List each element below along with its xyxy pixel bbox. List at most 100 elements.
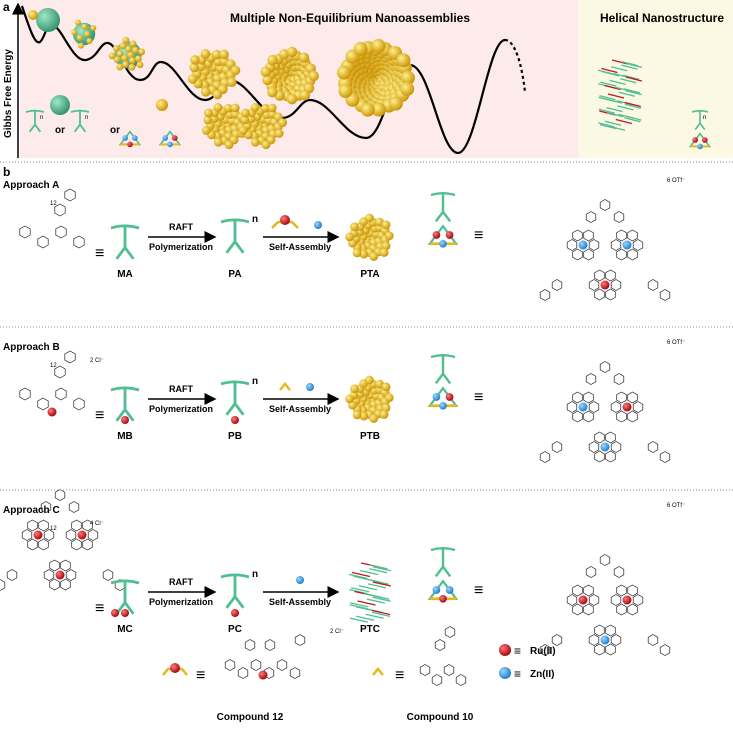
helix-strand: [370, 579, 389, 585]
zn-legend-label: Zn(II): [530, 669, 554, 680]
ring: [632, 401, 644, 413]
helix-strand: [366, 598, 385, 604]
ring: [276, 659, 288, 671]
ring: [627, 584, 638, 597]
arrow-label: RAFT: [169, 222, 193, 232]
metallo-unit: [203, 115, 213, 125]
metallo-unit: [90, 25, 97, 32]
ring: [659, 644, 671, 656]
ring: [599, 361, 611, 373]
metallo-unit: [113, 56, 121, 63]
nanoassembly: [345, 375, 394, 423]
metal-ion: [127, 141, 133, 148]
metallo-unit: [74, 19, 81, 26]
ring: [605, 288, 616, 301]
metallo-unit: [77, 42, 84, 49]
n-label: n: [252, 376, 258, 387]
n-label: n: [40, 115, 43, 121]
metal-ion: [55, 570, 65, 580]
ring: [572, 229, 583, 242]
ring: [616, 584, 627, 597]
helix-strand: [368, 568, 388, 574]
metallo-unit: [127, 51, 135, 59]
metal-ion: [432, 393, 441, 401]
helix-strand: [358, 585, 378, 591]
zn-legend-icon: [499, 667, 511, 679]
ring: [68, 501, 80, 513]
ring: [55, 225, 67, 239]
metal-ion: [622, 402, 632, 412]
monomer-label: MC: [117, 624, 133, 635]
ring: [599, 554, 611, 566]
alkyl-subscript: 12: [50, 526, 57, 532]
helix-strand: [349, 617, 368, 623]
metallo-unit: [238, 126, 248, 135]
metallo-unit: [28, 10, 38, 20]
metal-ion: [121, 609, 129, 617]
metallo-unit: [359, 411, 369, 421]
ring: [594, 643, 605, 656]
metallo-unit: [384, 393, 394, 403]
metal-ion: [439, 594, 447, 603]
equiv-sign: ≡: [95, 600, 104, 617]
ring: [610, 279, 622, 291]
helix-strand: [607, 93, 625, 99]
arrow-label: RAFT: [169, 384, 193, 394]
equiv-sign: ≡: [514, 667, 521, 681]
ring: [65, 569, 77, 581]
helix-strand: [625, 62, 643, 69]
metallo-unit: [260, 103, 270, 113]
metal-ion: [622, 595, 632, 605]
metallo-unit: [112, 44, 120, 52]
counterion-label: 6 OTf⁻: [667, 178, 685, 184]
ring: [250, 659, 262, 671]
ring: [610, 239, 622, 251]
metallo-unit: [200, 87, 211, 97]
metal-ion: [702, 137, 708, 143]
metallo-unit: [129, 40, 137, 48]
ring: [605, 624, 616, 637]
panel-a-label: a: [3, 0, 10, 14]
alkyl-subscript: 12: [50, 363, 57, 369]
metallo-unit: [230, 65, 241, 76]
helix-strand: [622, 74, 640, 80]
ring: [594, 288, 605, 301]
ring: [82, 538, 93, 551]
helix-strand: [372, 596, 391, 602]
polymer-label: PA: [228, 269, 241, 280]
metallo-unit: [250, 137, 260, 147]
polymer-icon: [430, 192, 456, 223]
metallo-unit: [379, 248, 389, 257]
ring: [627, 229, 638, 242]
metal-ion: [439, 239, 447, 248]
metallo-unit: [190, 55, 200, 65]
metallo-unit: [122, 60, 129, 68]
helix-strand: [367, 583, 387, 589]
helix-strand: [620, 78, 637, 84]
ring: [264, 639, 276, 651]
metal-ion: [622, 240, 632, 250]
helix-strand: [598, 108, 616, 114]
alkyl-subscript: 12: [50, 201, 57, 207]
helix-strand: [617, 105, 634, 111]
metal-ion: [167, 141, 173, 148]
helix-strand: [615, 118, 632, 125]
compound-12-counterion: 2 Cl⁻: [330, 629, 344, 635]
monomer-label: MB: [117, 431, 133, 442]
arrow-label: Self-Assembly: [269, 404, 331, 414]
ring: [43, 529, 55, 541]
ring: [224, 659, 236, 671]
polymer-icon: [430, 547, 456, 578]
metallo-unit: [230, 103, 240, 113]
metal-ion: [172, 135, 178, 141]
ring: [588, 441, 600, 453]
metal-ion: [445, 393, 454, 401]
ring: [566, 239, 578, 251]
helix-strand: [624, 103, 642, 109]
metallo-unit: [213, 137, 223, 147]
monomer-label: MA: [117, 269, 133, 280]
metal-ion: [692, 137, 698, 143]
assembly-label: PTC: [360, 624, 380, 635]
metallo-unit: [213, 103, 223, 112]
